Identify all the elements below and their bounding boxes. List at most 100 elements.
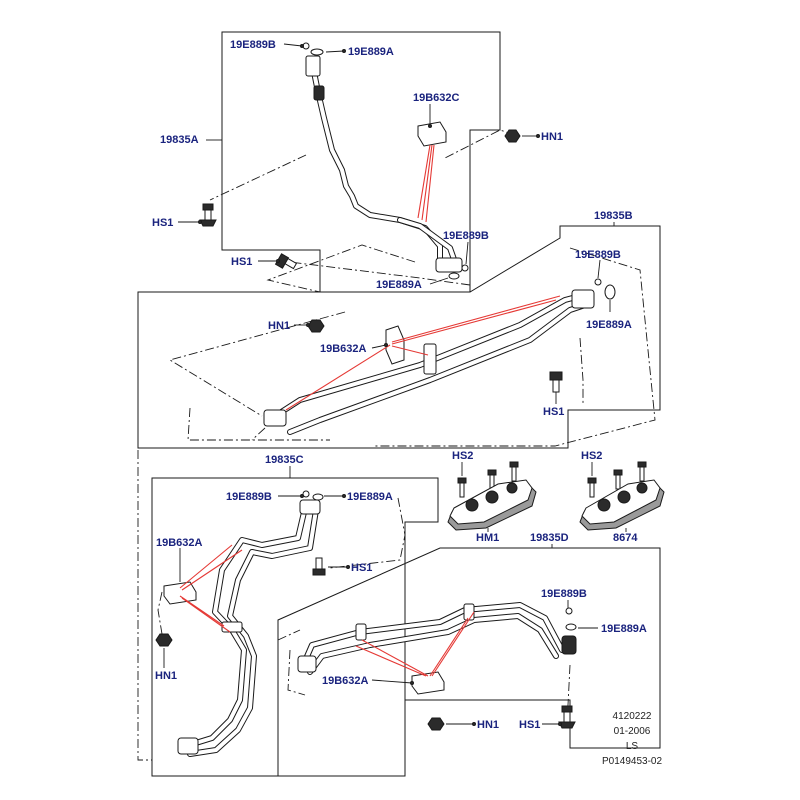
relation-line <box>355 645 427 677</box>
relation-line <box>285 344 391 411</box>
label-hs2-right: HS2 <box>581 450 602 462</box>
label-assembly-c: 19835C <box>265 454 304 466</box>
seal-19e889b-d <box>565 607 573 615</box>
relation-line <box>391 295 561 343</box>
phantom-line <box>329 497 406 569</box>
seal-19e889a-top <box>310 48 324 56</box>
leader-line <box>465 241 469 265</box>
label-b-seal-b: 19E889B <box>575 249 621 261</box>
heat-shield-hm1 <box>447 479 537 531</box>
reference-author: LS <box>626 741 639 752</box>
label-screw-d: HS1 <box>519 719 540 731</box>
pipe-d-clip-2 <box>463 603 475 621</box>
relation-line <box>181 549 243 591</box>
pipe-b-right-fitting <box>571 289 595 309</box>
phantom-line <box>444 129 516 159</box>
relation-line <box>179 595 225 627</box>
seal-19e889b-c <box>302 490 310 498</box>
label-nut-b: HN1 <box>268 320 290 332</box>
phantom-line <box>251 427 266 441</box>
assembly-d-box <box>277 547 661 777</box>
phantom-line <box>137 450 152 761</box>
seal-19e889b-b <box>594 278 602 286</box>
label-nut-d: HN1 <box>477 719 499 731</box>
relation-line <box>417 144 431 219</box>
label-nut-c: HN1 <box>155 670 177 682</box>
label-nut-a: HN1 <box>541 131 563 143</box>
label-assembly-d: 19835D <box>530 532 569 544</box>
phantom-line <box>579 337 584 405</box>
pipe-c-bottom-fitting <box>177 737 199 755</box>
pipe-assembly-a <box>309 59 459 271</box>
label-c-seal-b: 19E889B <box>226 491 272 503</box>
clip-19b632a-b-part <box>385 325 405 365</box>
leader-line <box>429 277 449 285</box>
phantom-line <box>287 649 306 696</box>
phantom-line <box>157 591 164 641</box>
label-b-seal-a: 19E889A <box>586 319 632 331</box>
phantom-line <box>277 629 301 641</box>
seal-19e889a-d <box>565 623 577 631</box>
relation-line <box>425 144 435 223</box>
pipe-a-fitting-sleeve <box>313 85 325 101</box>
pipe-assembly-c <box>183 505 319 757</box>
nut-hn1-c <box>155 633 173 647</box>
reference-code: 4120222 <box>613 711 652 722</box>
phantom-line <box>209 154 307 201</box>
relation-line <box>181 597 231 633</box>
screw-hs2-right-set <box>587 461 647 498</box>
heat-shield-8674 <box>579 479 665 531</box>
screw-hs1-d <box>558 705 576 729</box>
label-heat-shield-right: 8674 <box>613 532 638 544</box>
pipe-d-clip-1 <box>355 623 367 641</box>
relation-line <box>361 639 429 677</box>
pipe-a-top-fitting <box>305 55 321 77</box>
seal-19e889b-mid <box>461 264 469 272</box>
label-clip-b: 19B632A <box>320 343 367 355</box>
label-screw-b: HS1 <box>543 406 564 418</box>
screw-hs1-b <box>549 371 563 393</box>
clip-19b632c-part <box>417 121 447 147</box>
pipe-d-right-fitting <box>561 635 577 655</box>
label-assembly-b: 19835B <box>594 210 633 222</box>
label-hs2-left: HS2 <box>452 450 473 462</box>
assembly-c-box <box>151 477 439 777</box>
relation-line <box>421 144 433 221</box>
leader-line <box>325 50 345 53</box>
reference-date: 01-2006 <box>614 726 651 737</box>
leader-line <box>371 344 387 349</box>
label-mid-seal-b: 19E889B <box>443 230 489 242</box>
nut-hn1-b <box>307 319 325 333</box>
label-c-seal-a: 19E889A <box>347 491 393 503</box>
clip-19b632a-d-part <box>411 671 445 695</box>
pipe-b-bracket <box>423 343 437 375</box>
relation-line <box>391 299 557 345</box>
relation-line <box>391 345 429 356</box>
label-d-seal-a: 19E889A <box>601 623 647 635</box>
pipe-d-left-fitting <box>297 655 317 673</box>
label-top-seal-b: 19E889B <box>230 39 276 51</box>
phantom-line <box>289 261 471 286</box>
leader-line <box>597 259 601 279</box>
seal-19e889a-b <box>604 284 616 300</box>
pipe-b-left-fitting <box>263 409 287 427</box>
seal-19e889a-mid <box>448 272 460 280</box>
label-clip-d: 19B632A <box>322 675 369 687</box>
label-heat-shield-left: HM1 <box>476 532 499 544</box>
pipe-c-clip <box>221 621 243 633</box>
label-assembly-a: 19835A <box>160 134 199 146</box>
phantom-line <box>187 407 330 441</box>
nut-hn1-d <box>427 717 445 731</box>
assembly-a-box <box>221 31 501 293</box>
pipe-assembly-d <box>299 602 565 675</box>
seal-19e889a-c <box>312 493 324 501</box>
leader-line <box>371 679 413 684</box>
leader-line <box>283 43 303 47</box>
screw-hs1-a2 <box>274 253 298 270</box>
reference-part-number: P0149453-02 <box>602 756 662 767</box>
label-mid-seal-a: 19E889A <box>376 279 422 291</box>
screw-hs1-c <box>312 557 326 576</box>
nut-hn1-a <box>504 129 521 143</box>
pipe-c-top-fitting <box>299 499 321 515</box>
